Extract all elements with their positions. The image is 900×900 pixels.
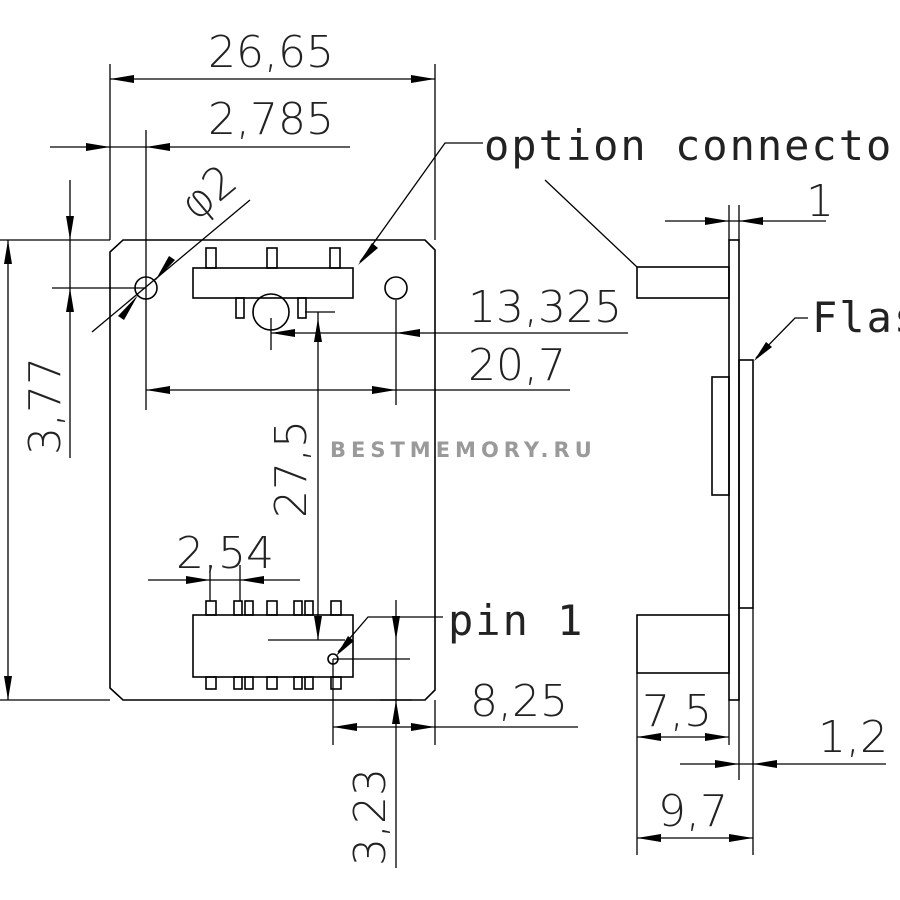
dim-component-depth: 7,5 bbox=[642, 686, 712, 737]
mounting-hole-right bbox=[384, 276, 408, 300]
dim-hole-diameter: φ2 bbox=[170, 155, 246, 231]
connector-leg bbox=[235, 297, 245, 319]
flash-chip-body bbox=[192, 614, 354, 678]
label-pin1: pin 1 bbox=[448, 596, 584, 645]
label-flash: Flas bbox=[812, 293, 900, 342]
dim-board-thickness: 1 bbox=[806, 176, 834, 227]
side-flash-chip bbox=[738, 359, 754, 609]
watermark: BESTMEMORY.RU bbox=[330, 438, 597, 462]
connector-pin bbox=[266, 247, 278, 269]
dim-pin1-from-bottom: 3,23 bbox=[345, 768, 396, 866]
label-option-connector: option connecto bbox=[484, 121, 893, 170]
chip-pins-top bbox=[205, 600, 342, 616]
connector-pin bbox=[205, 247, 217, 269]
side-bottom-component bbox=[636, 614, 730, 674]
dim-overall-width: 26,65 bbox=[208, 27, 334, 78]
chip-pins-bottom bbox=[205, 676, 342, 690]
dim-hole-offset: 2,785 bbox=[208, 94, 334, 145]
dim-height: 3,77 bbox=[20, 357, 71, 455]
side-component bbox=[711, 376, 730, 496]
board-outline bbox=[109, 239, 436, 701]
dim-hole-to-hole: 20,7 bbox=[468, 340, 566, 391]
dim-connector-to-pin1: 27,5 bbox=[266, 420, 317, 518]
dim-hole-to-connector: 13,325 bbox=[468, 282, 622, 333]
dimension-lines bbox=[0, 64, 628, 868]
side-board bbox=[728, 239, 740, 701]
connector-pin bbox=[329, 247, 341, 269]
dim-total-depth: 9,7 bbox=[658, 786, 728, 837]
connector-leg bbox=[297, 297, 307, 319]
dim-pin-pitch: 2,54 bbox=[176, 528, 274, 579]
dim-flash-thickness: 1,2 bbox=[818, 712, 888, 763]
dim-pin1-from-edge: 8,25 bbox=[470, 676, 568, 727]
side-option-connector bbox=[636, 266, 730, 299]
side-view bbox=[544, 179, 886, 855]
